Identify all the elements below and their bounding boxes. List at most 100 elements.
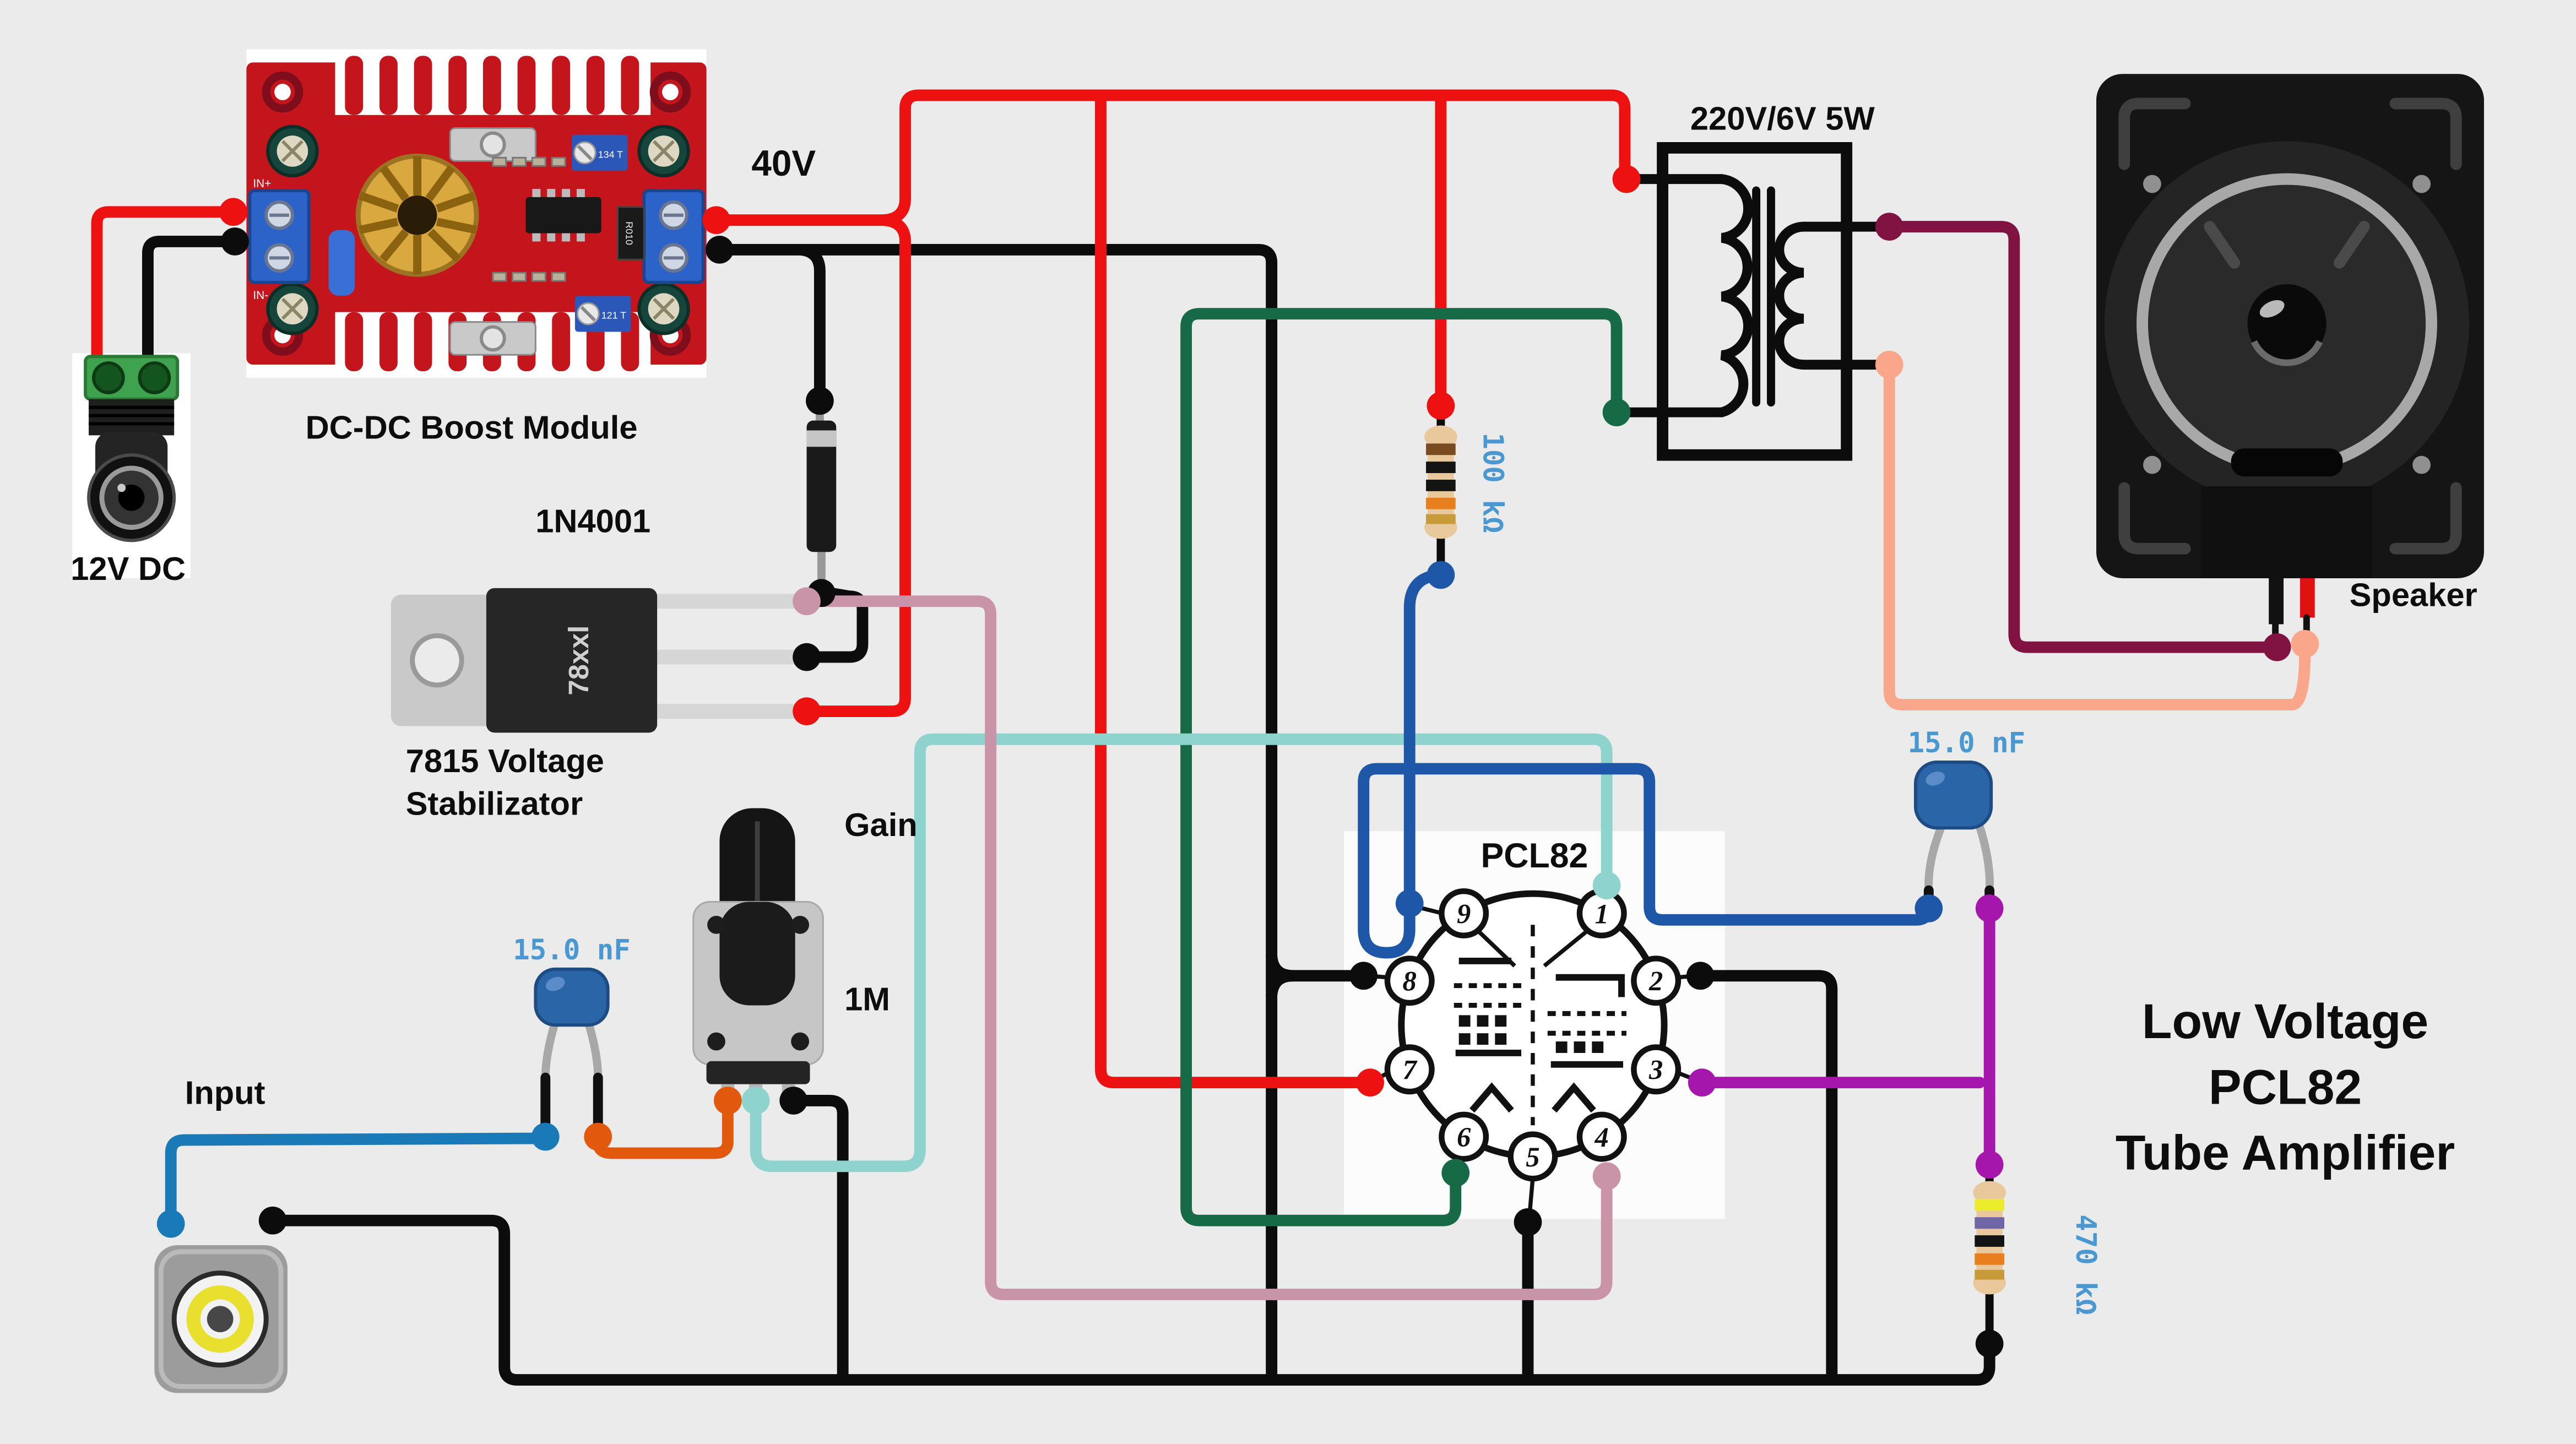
pink-dots bbox=[793, 587, 1621, 1191]
diode-1n4001 bbox=[806, 403, 837, 591]
transformer-secondary-winding bbox=[1774, 221, 1809, 370]
module-trimmers: 134 T 121 T bbox=[572, 134, 631, 332]
pin-label-9: 9 bbox=[1457, 898, 1471, 929]
rail-voltage-label: 40V bbox=[751, 143, 816, 183]
wire-pin8-stub-b bbox=[1266, 970, 1299, 1002]
diagram-title: Low Voltage PCL82 Tube Amplifier bbox=[2116, 994, 2455, 1180]
cap-right-value: 15.0 nF bbox=[1908, 726, 2026, 759]
module-ic-chip bbox=[525, 189, 601, 242]
transformer-label: 220V/6V 5W bbox=[1690, 100, 1875, 137]
burgundy-wire bbox=[1890, 221, 2273, 653]
pin-label-6: 6 bbox=[1457, 1122, 1471, 1153]
shunt-text: R010 bbox=[623, 221, 634, 245]
silkscreen-in-minus: IN- bbox=[253, 289, 268, 302]
pin-label-5: 5 bbox=[1526, 1142, 1539, 1172]
wire-secondary-to-speaker bbox=[1890, 221, 2273, 653]
coupling-cap-right bbox=[1913, 761, 1995, 909]
green-wire bbox=[1180, 308, 1623, 1226]
teal-dots bbox=[741, 871, 1621, 1115]
pin-label-2: 2 bbox=[1648, 966, 1663, 997]
salmon-wire bbox=[1883, 365, 2311, 711]
pot-base bbox=[706, 1061, 810, 1084]
regulator-body bbox=[486, 588, 658, 733]
wire-secondary-return bbox=[1883, 365, 2311, 711]
wire-40v-rail bbox=[899, 89, 1631, 205]
coupling-cap-left bbox=[534, 967, 610, 1136]
pot-name-label: Gain bbox=[844, 806, 918, 843]
black-wires bbox=[142, 236, 1995, 1386]
speaker-label: Speaker bbox=[2350, 577, 2477, 614]
transformer-symbol bbox=[1612, 142, 1888, 461]
module-shunt: R010 bbox=[617, 206, 645, 260]
speaker-terminal-red bbox=[2300, 578, 2315, 618]
wire-pin2-to-bus bbox=[1701, 970, 1838, 1383]
wire-cap-to-pot bbox=[592, 1101, 734, 1159]
regulator-label-line1: 7815 Voltage bbox=[406, 742, 604, 779]
tube-internal-schematic bbox=[1454, 925, 1626, 1126]
cap-body bbox=[534, 967, 610, 1027]
tube-name-label: PCL82 bbox=[1480, 837, 1588, 875]
wire-heater-to-pin4 bbox=[802, 595, 1613, 1300]
dc-input-label: 12V DC bbox=[70, 550, 186, 587]
tube-socket-pcl82: 1 2 3 4 5 6 7 8 9 bbox=[1366, 886, 1700, 1216]
speaker-terminal-panel bbox=[2201, 486, 2373, 578]
module-smd-parts bbox=[492, 156, 566, 282]
diode-label: 1N4001 bbox=[535, 502, 650, 539]
transformer-primary-winding bbox=[1717, 174, 1753, 417]
module-inductor bbox=[355, 153, 479, 277]
regulator-marking: 78xxl bbox=[563, 626, 594, 696]
pot-screws bbox=[707, 915, 810, 1051]
input-label: Input bbox=[185, 1074, 265, 1111]
junction-dots bbox=[156, 165, 2319, 1358]
orange-wire bbox=[592, 1101, 734, 1159]
resistor-100k-value: 100 kΩ bbox=[1477, 432, 1509, 533]
trimmer-top-text: 134 T bbox=[598, 149, 623, 160]
regulator-7815: 78xxl bbox=[391, 588, 802, 733]
burgundy-dots bbox=[1875, 213, 2291, 661]
purple-wire bbox=[1702, 909, 1995, 1164]
wire-ground-bus bbox=[267, 1214, 1995, 1386]
pin-label-7: 7 bbox=[1403, 1055, 1418, 1085]
resistor-bands bbox=[1975, 1199, 2004, 1280]
red-wires bbox=[91, 89, 1631, 1089]
wire-input-signal bbox=[165, 1132, 541, 1223]
dark-blue-wire bbox=[1358, 569, 1935, 959]
teal-wire bbox=[750, 733, 1613, 1172]
pink-wire bbox=[802, 595, 1613, 1300]
module-fuse bbox=[328, 230, 355, 296]
dcdc-boost-module-photo: 134 T 121 T R010 IN+ IN- bbox=[246, 49, 707, 378]
salmon-dots bbox=[1875, 350, 2319, 658]
pin-label-3: 3 bbox=[1648, 1055, 1663, 1085]
wire-gnd-to-diode bbox=[794, 243, 826, 400]
silkscreen-in-plus: IN+ bbox=[253, 177, 271, 190]
red-dots bbox=[219, 165, 1641, 1097]
pin-label-1: 1 bbox=[1595, 898, 1609, 929]
wire-pot-wiper-to-pin1 bbox=[750, 733, 1613, 1172]
jack-terminal-hole-plus bbox=[92, 361, 125, 394]
regulator-tab-hole bbox=[410, 633, 464, 688]
input-blue-dots bbox=[156, 1122, 560, 1238]
speaker-screws bbox=[2143, 175, 2431, 474]
wire-module-gnd bbox=[712, 243, 1278, 1383]
orange-dots bbox=[584, 1087, 742, 1151]
wire-grid-pin9-to-cap bbox=[1358, 569, 1935, 959]
regulator-pins bbox=[657, 594, 802, 719]
wire-dc-minus bbox=[142, 236, 231, 374]
pot-value-label: 1M bbox=[844, 980, 890, 1017]
boost-module-label: DC-DC Boost Module bbox=[306, 409, 638, 446]
dc-barrel-jack bbox=[84, 355, 180, 542]
speaker-photo bbox=[2096, 74, 2484, 646]
gain-potentiometer bbox=[692, 808, 824, 1101]
transformer-box bbox=[1657, 142, 1853, 461]
input-blue-wire bbox=[165, 1132, 541, 1223]
resistor-bands bbox=[1426, 443, 1456, 524]
speaker-vent-slot bbox=[2231, 448, 2343, 477]
module-terminal-blocks bbox=[248, 189, 705, 285]
black-dots bbox=[221, 227, 2004, 1358]
wire-rail-to-pin7 bbox=[1095, 96, 1366, 1089]
cap-left-value: 15.0 nF bbox=[513, 933, 631, 966]
purple-dots bbox=[1688, 894, 2004, 1179]
title-line-2: PCL82 bbox=[2209, 1059, 2362, 1114]
wire-pin6-to-transformer bbox=[1180, 308, 1623, 1226]
